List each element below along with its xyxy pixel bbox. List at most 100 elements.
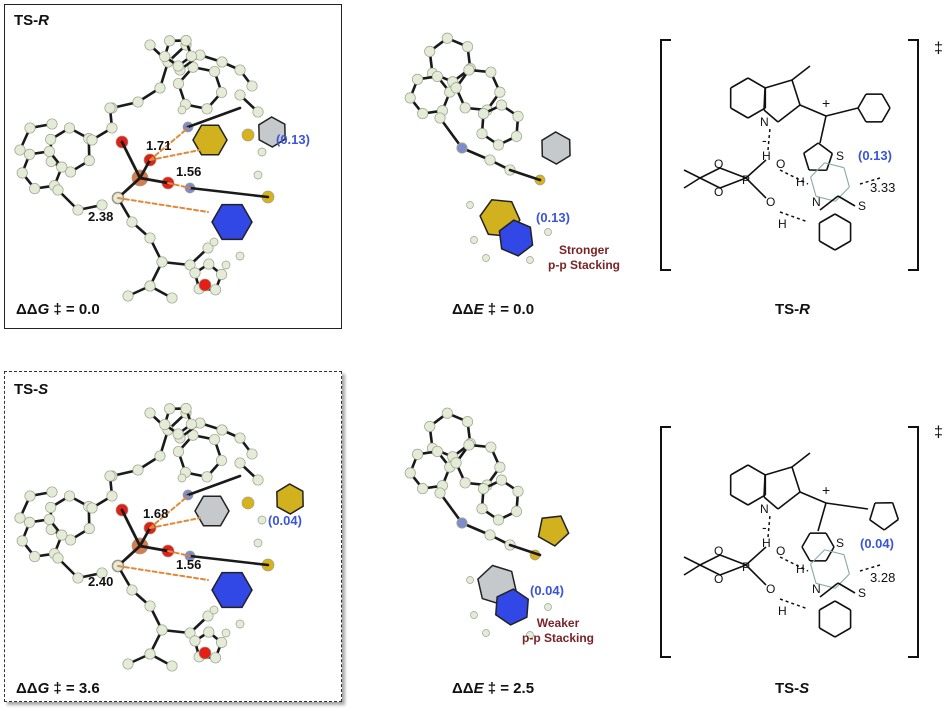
phenyl-bond	[801, 532, 811, 548]
methyl-bond	[683, 564, 701, 576]
indole-pyrrole-bond	[791, 466, 801, 493]
ts-r-overlap-middle: (0.13)	[536, 210, 570, 225]
carbon-atom	[450, 457, 462, 469]
indole-pyrrole-bond	[764, 79, 793, 89]
hydrogen-letter: H	[796, 562, 805, 576]
thiophene-bond	[825, 153, 834, 171]
ts-r-dde-value: ‡ = 0.0	[487, 301, 535, 318]
bond	[825, 107, 859, 117]
carbon-atom	[104, 102, 116, 114]
carbon-atom	[166, 660, 178, 672]
right-bracket	[908, 39, 919, 271]
hydrogen-bond-dashed	[117, 565, 209, 581]
carbon-atom	[485, 441, 497, 453]
ts-r-title-prefix: TS-	[14, 12, 39, 29]
minus-charge: -	[762, 519, 767, 535]
carbon-atom	[172, 428, 184, 440]
ts-r-stacking-line1: Stronger	[559, 243, 610, 257]
hydrogen-atom	[209, 605, 219, 615]
left-bracket	[660, 39, 671, 271]
hydrogen-atom	[209, 237, 219, 247]
ts-r-scheme-title-prefix: TS-	[775, 301, 800, 318]
carbon-atom	[159, 50, 171, 63]
oxygen-atom	[198, 278, 212, 292]
nitrogen-letter: N	[812, 195, 821, 209]
carbon-atom	[185, 418, 197, 430]
stacked-ring-ghost	[810, 162, 825, 178]
indole-pyrrole-bond	[791, 79, 801, 106]
indole-pyrrole-bond	[763, 109, 779, 123]
carbon-atom	[431, 445, 443, 457]
carbon-atom	[184, 259, 196, 271]
carbon-atom	[180, 403, 192, 415]
carbon-atom	[14, 512, 26, 524]
methyl-bond	[791, 65, 811, 81]
indole-benzene-bond	[730, 464, 749, 476]
carbon-atom	[201, 471, 213, 483]
oxygen-letter: O	[766, 582, 775, 596]
ts-r-distance-1: 1.71	[146, 138, 172, 153]
hydrogen-letter: H	[778, 217, 787, 231]
oxygen-letter: O	[776, 544, 785, 558]
sulfur-letter: S	[836, 536, 844, 550]
po-bond	[745, 546, 767, 566]
carbon-atom	[462, 41, 474, 53]
ts-s-dde-prefix: ΔΔ	[452, 680, 474, 697]
thiazole-bond	[837, 195, 856, 207]
indole-pyrrole-bond	[763, 87, 766, 111]
carbon-atom	[187, 61, 199, 73]
carbon-atom	[56, 161, 68, 173]
carbon-atom	[72, 572, 84, 584]
hydrogen-bond-dashed	[149, 517, 201, 529]
po-bond	[745, 159, 767, 179]
bond	[699, 167, 721, 179]
phenyl-bond	[857, 107, 867, 123]
stacked-ring-ghost	[835, 573, 850, 589]
thiophene-bond	[817, 142, 833, 155]
bond	[699, 564, 721, 576]
carbon-atom	[184, 627, 196, 639]
carbon-atom	[412, 448, 424, 460]
hydrogen-atom	[470, 611, 478, 619]
p-o-bond	[138, 176, 170, 185]
carbon-atom	[144, 280, 156, 292]
phenyl-bond	[881, 93, 891, 109]
carbon-atom	[63, 122, 76, 134]
carbon-atom	[477, 483, 490, 495]
ts-s-distance-3: 2.40	[88, 574, 114, 589]
ts-r-ddg-value: ‡ = 0.0	[53, 301, 100, 318]
blue-benzothiazole-ring	[211, 571, 253, 609]
carbon-atom	[234, 432, 246, 444]
hydrogen-letter: H	[778, 604, 787, 618]
carbon-atom	[132, 96, 144, 108]
bond	[186, 106, 242, 129]
carbon-atom	[46, 486, 58, 498]
hydrogen-atom	[544, 228, 552, 236]
p-o-bond	[138, 526, 152, 548]
ts-s-ddg-symbol: G	[37, 680, 50, 697]
carbon-atom	[484, 154, 496, 166]
hydrogen-bond-dashed	[779, 211, 809, 223]
carbon-atom	[463, 64, 475, 76]
nitrogen-atom	[456, 517, 468, 529]
oxygen-letter: O	[714, 185, 723, 199]
carbon-atom	[24, 148, 36, 160]
nitrogen-letter: N	[760, 502, 769, 516]
carbon-atom	[14, 144, 26, 156]
carbon-atom	[144, 39, 156, 51]
methyl-bond	[791, 452, 811, 468]
carbon-atom	[52, 184, 64, 196]
bond	[508, 168, 542, 182]
thiazole-bond	[819, 195, 839, 211]
ts-r-dde-prefix: ΔΔ	[452, 301, 474, 318]
p-o-bond	[138, 544, 170, 553]
carbon-atom	[202, 610, 214, 622]
ts-r-distance-2: 1.56	[176, 164, 202, 179]
carbon-atom	[106, 490, 118, 502]
carbon-atom	[72, 204, 84, 216]
phenyl-bond	[825, 546, 835, 562]
bond	[699, 554, 721, 566]
carbon-atom	[64, 166, 77, 178]
carbon-atom	[126, 584, 138, 596]
